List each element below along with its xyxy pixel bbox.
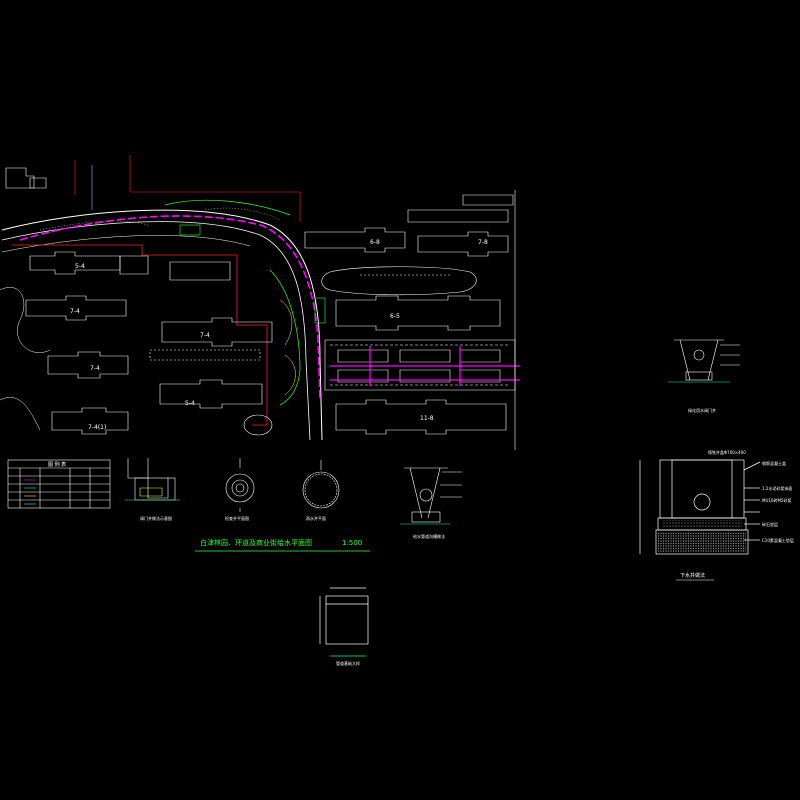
building: [407, 209, 509, 223]
drawing-title: 白津林园、环道及商业街给水平面图: [200, 538, 312, 547]
building: [304, 227, 406, 253]
water-main: [19, 215, 321, 401]
path: [0, 397, 41, 431]
green-path: [269, 269, 301, 406]
building: [417, 231, 509, 257]
detail-rain-well: [302, 460, 340, 509]
building: [25, 295, 127, 321]
building-label: 7-4: [90, 365, 100, 372]
oval-park: [321, 266, 477, 296]
detail-caption: 阀门井做法示意图: [140, 515, 172, 521]
water-branch: [369, 346, 461, 386]
callout: MU10砖M5砂浆: [762, 497, 791, 503]
legend-heading: 图 例 表: [48, 461, 66, 468]
road-edge: [1, 235, 251, 253]
building: [335, 399, 507, 435]
site-plan: [0, 155, 520, 450]
detail-caption: 下水井做法: [680, 572, 705, 579]
building: [47, 351, 129, 379]
building: [169, 261, 231, 281]
building-label: 7-8: [478, 239, 488, 246]
building: [51, 407, 129, 435]
building: [119, 255, 149, 275]
detail-caption: 检查井平面图: [225, 515, 249, 521]
building: [462, 194, 514, 206]
contour: [39, 220, 151, 231]
main-road: [1, 209, 323, 441]
detail-manhole-plan: [225, 458, 255, 512]
detail-caption: 绿化用水阀门井: [688, 407, 716, 413]
detail-pipe-trench: [400, 467, 462, 525]
building: [335, 295, 501, 331]
building: [161, 317, 273, 347]
parking: [149, 349, 261, 361]
green-path: [164, 199, 291, 216]
green-feature: [179, 224, 201, 236]
building-outline: [5, 167, 35, 189]
detail-valve-well: [125, 458, 180, 501]
callout: 碎石垫层: [762, 521, 778, 527]
legend-table: [7, 459, 111, 509]
building-label: 7-4: [70, 308, 80, 315]
detail-caption: 管道基础大样: [336, 660, 360, 666]
sewer-well-labels: 铸铁井盖Φ700×400 钢筋混凝土盖 1:2水泥砂浆抹面 MU10砖M5砂浆 …: [708, 449, 794, 543]
callout: 1:2水泥砂浆抹面: [762, 485, 792, 491]
roundabout: [243, 414, 273, 436]
building-outline: [29, 177, 47, 189]
detail-pipe-base: [319, 587, 369, 657]
contour: [204, 207, 281, 221]
building-label: 7-4: [200, 332, 210, 339]
drawing-scale: 1:500: [342, 539, 362, 547]
building-label: 5-4: [75, 263, 85, 270]
site-boundary: [12, 244, 268, 426]
boundary-line: [130, 191, 301, 222]
building-labels: 5-4 7-4 7-4 5-4 7-4 7-4(1) 6-8 7-8 6-5 1…: [70, 239, 488, 431]
callout: C10素混凝土垫层: [762, 537, 794, 543]
parking-lines: [330, 344, 510, 386]
detail-sewer-well: [639, 459, 761, 555]
callout: 铸铁井盖Φ700×400: [708, 449, 746, 455]
green-feature: [314, 297, 326, 324]
contour: [279, 299, 296, 396]
detail-irrigation-valve: [668, 339, 740, 383]
building: [159, 379, 263, 409]
gravel-hatch: [658, 520, 746, 552]
building-label: 11-8: [420, 415, 434, 422]
building-label: 6-5: [390, 313, 400, 320]
detail-caption: 给水管道沟槽做法: [413, 533, 445, 539]
building-label: 6-8: [370, 239, 380, 246]
path: [0, 287, 51, 353]
callout: 钢筋混凝土盖: [762, 460, 786, 466]
building-label: 7-4(1): [88, 424, 106, 431]
detail-caption: 雨水井平面: [306, 515, 326, 521]
building-label: 5-4: [185, 400, 195, 407]
